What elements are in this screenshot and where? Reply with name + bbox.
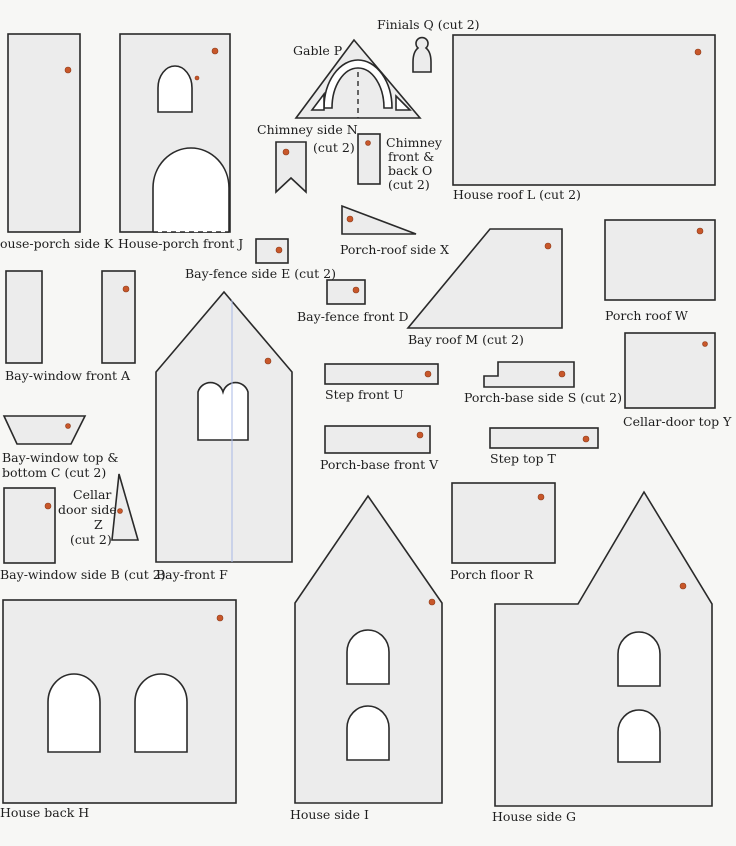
piece-porch-roof-w: [604, 219, 716, 301]
label-house-porch-front-j: House-porch front J: [118, 236, 244, 251]
piece-porch-floor-r: [451, 482, 556, 564]
piece-step-top-t: [489, 427, 599, 449]
label-bay-window-top-c-2: bottom C (cut 2): [2, 465, 107, 480]
piece-house-side-g: [494, 490, 713, 807]
label-chimney-side-n-cut: (cut 2): [313, 140, 355, 155]
piece-bay-window-side-b: [3, 487, 56, 564]
label-porch-base-side-s: Porch-base side S (cut 2): [464, 390, 622, 405]
label-cellar-door-side-z-3: Z: [94, 517, 103, 532]
piece-step-front-u: [324, 363, 439, 385]
label-house-side-i: House side I: [290, 807, 369, 822]
label-bay-window-top-c-1: Bay-window top &: [2, 450, 119, 465]
piece-chimney-front-o: [357, 133, 381, 185]
label-chimney-front-o-1: Chimney: [386, 135, 442, 150]
piece-bay-window-front-a: [5, 270, 43, 364]
label-house-back-h: House back H: [0, 805, 90, 820]
label-cellar-door-side-z-4: (cut 2): [70, 532, 112, 547]
piece-porch-roof-side-x: [341, 204, 417, 235]
label-bay-fence-front-d: Bay-fence front D: [297, 309, 409, 324]
label-chimney-side-n: Chimney side N: [257, 122, 358, 137]
piece-bay-fence-front-d: [326, 279, 366, 305]
label-porch-roof-side-x: Porch-roof side X: [340, 242, 449, 257]
label-bay-roof-m: Bay roof M (cut 2): [408, 332, 524, 347]
label-chimney-front-o-3: back O: [388, 163, 433, 178]
label-step-top-t: Step top T: [490, 451, 556, 466]
label-gable-p: Gable P: [293, 43, 343, 58]
piece-finials-q: [412, 36, 432, 73]
piece-bay-front-f: [155, 290, 293, 563]
piece-bay-window-front-a2: [101, 270, 136, 364]
label-bay-window-front-a: Bay-window front A: [5, 368, 131, 383]
piece-bay-roof-m: [406, 228, 563, 329]
label-house-roof-l: House roof L (cut 2): [453, 187, 581, 202]
label-house-side-g: House side G: [492, 809, 577, 824]
label-porch-base-front-v: Porch-base front V: [320, 457, 439, 472]
piece-cellar-door-side-z: [111, 473, 140, 541]
label-porch-roof-w: Porch roof W: [605, 308, 688, 323]
label-house-porch-side-k: ouse-porch side K: [0, 236, 114, 251]
piece-house-porch-side-k: [7, 33, 81, 233]
label-cellar-door-side-z-1: Cellar: [73, 487, 112, 502]
piece-house-side-i: [294, 494, 443, 804]
piece-porch-base-front-v: [324, 425, 431, 454]
piece-bay-window-top-c: [2, 415, 87, 445]
piece-bay-fence-side-e: [255, 238, 289, 264]
label-porch-floor-r: Porch floor R: [450, 567, 534, 582]
label-chimney-front-o-2: front &: [388, 149, 435, 164]
piece-porch-base-side-s: [483, 361, 575, 388]
label-chimney-front-o-4: (cut 2): [388, 177, 430, 192]
label-cellar-door-top-y: Cellar-door top Y: [623, 414, 732, 429]
piece-chimney-side-n: [275, 141, 307, 194]
label-bay-window-side-b: Bay-window side B (cut 2): [0, 567, 166, 582]
piece-gable-p: [294, 38, 422, 119]
label-bay-fence-side-e: Bay-fence side E (cut 2): [185, 266, 337, 281]
label-finials-q: Finials Q (cut 2): [377, 17, 480, 32]
piece-house-roof-l: [452, 34, 716, 186]
piece-house-porch-front-j: [119, 33, 231, 233]
label-bay-front-f: Bay-front F: [156, 567, 228, 582]
label-cellar-door-side-z-2: door side: [58, 502, 117, 517]
label-step-front-u: Step front U: [325, 387, 404, 402]
piece-house-back-h: [2, 599, 237, 804]
piece-cellar-door-top-y: [624, 332, 716, 409]
